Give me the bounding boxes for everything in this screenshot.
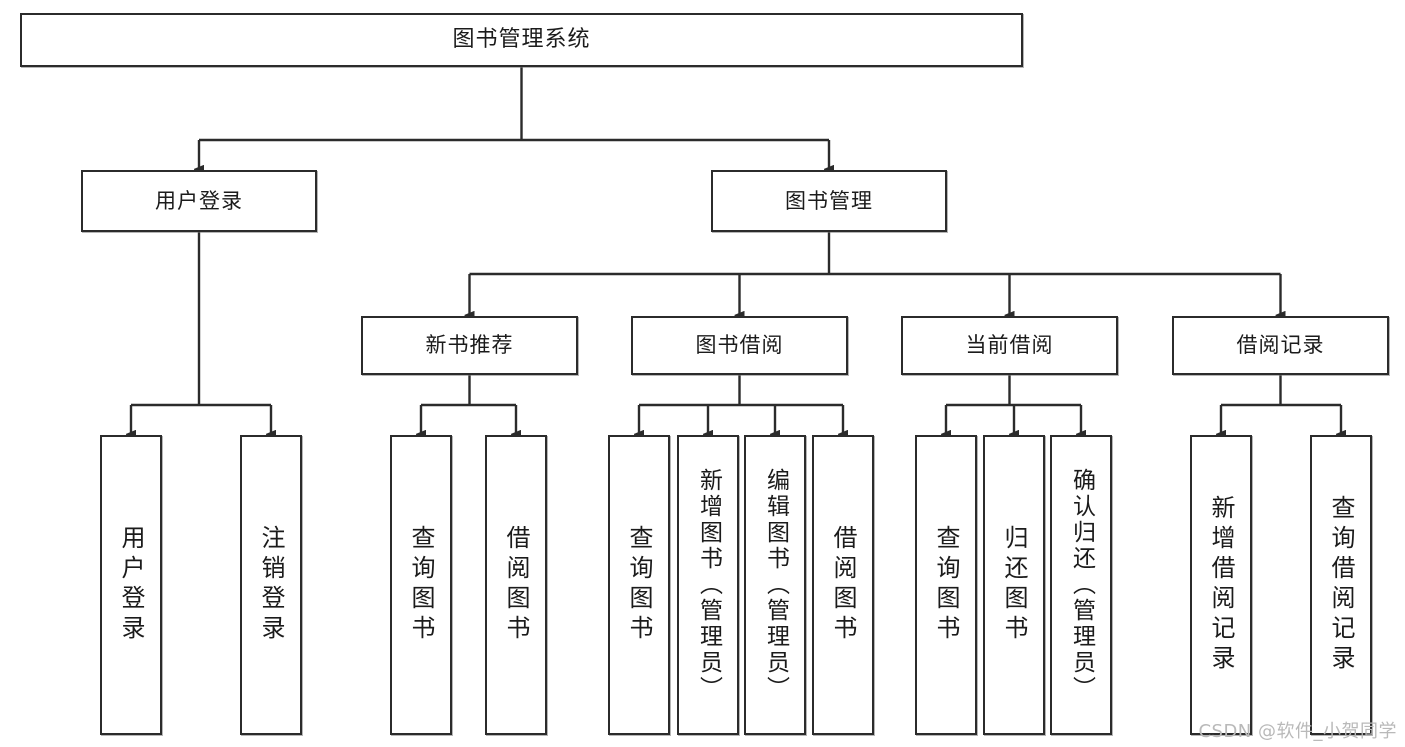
node-leaf-user-login[interactable]: 用户登录: [100, 435, 162, 735]
node-label: 图书借阅: [695, 333, 784, 358]
node-book-manage[interactable]: 图书管理: [711, 170, 947, 232]
node-label: 查询图书: [407, 525, 435, 645]
node-label: 用户登录: [155, 188, 243, 213]
node-current-borrow[interactable]: 当前借阅: [901, 316, 1118, 375]
node-label: 编辑图书（管理员）: [762, 468, 789, 702]
node-leaf-query-book-rec[interactable]: 查询图书: [390, 435, 452, 735]
node-label: 确认归还（管理员）: [1068, 468, 1095, 702]
node-leaf-query-book-current[interactable]: 查询图书: [915, 435, 977, 735]
node-root[interactable]: 图书管理系统: [20, 13, 1023, 67]
node-label: 新增借阅记录: [1207, 495, 1235, 675]
node-new-book-recommend[interactable]: 新书推荐: [361, 316, 578, 375]
node-label: 新增图书（管理员）: [695, 468, 722, 702]
node-label: 查询图书: [932, 525, 960, 645]
node-label: 新书推荐: [425, 333, 514, 358]
node-leaf-borrow-book[interactable]: 借阅图书: [812, 435, 874, 735]
node-label: 注销登录: [257, 525, 285, 645]
node-label: 借阅图书: [502, 525, 530, 645]
csdn-watermark: CSDN @软件_小贺同学: [1198, 721, 1397, 742]
node-leaf-query-book-borrow[interactable]: 查询图书: [608, 435, 670, 735]
node-label: 用户登录: [117, 525, 145, 645]
node-leaf-add-book-admin[interactable]: 新增图书（管理员）: [677, 435, 739, 735]
node-label: 查询借阅记录: [1327, 495, 1355, 675]
node-leaf-confirm-return-admin[interactable]: 确认归还（管理员）: [1050, 435, 1112, 735]
node-leaf-borrow-book-rec[interactable]: 借阅图书: [485, 435, 547, 735]
node-leaf-query-borrow-record[interactable]: 查询借阅记录: [1310, 435, 1372, 735]
node-user-login[interactable]: 用户登录: [81, 170, 317, 232]
node-leaf-add-borrow-record[interactable]: 新增借阅记录: [1190, 435, 1252, 735]
node-label: 图书管理系统: [452, 27, 591, 53]
node-label: 借阅图书: [829, 525, 857, 645]
node-borrow-record[interactable]: 借阅记录: [1172, 316, 1389, 375]
node-leaf-logout-login[interactable]: 注销登录: [240, 435, 302, 735]
node-label: 图书管理: [785, 188, 873, 213]
node-label: 查询图书: [625, 525, 653, 645]
node-label: 当前借阅: [965, 333, 1054, 358]
node-label: 借阅记录: [1236, 333, 1325, 358]
node-label: 归还图书: [1000, 525, 1028, 645]
node-leaf-return-book[interactable]: 归还图书: [983, 435, 1045, 735]
node-leaf-edit-book-admin[interactable]: 编辑图书（管理员）: [744, 435, 806, 735]
node-book-borrow[interactable]: 图书借阅: [631, 316, 848, 375]
